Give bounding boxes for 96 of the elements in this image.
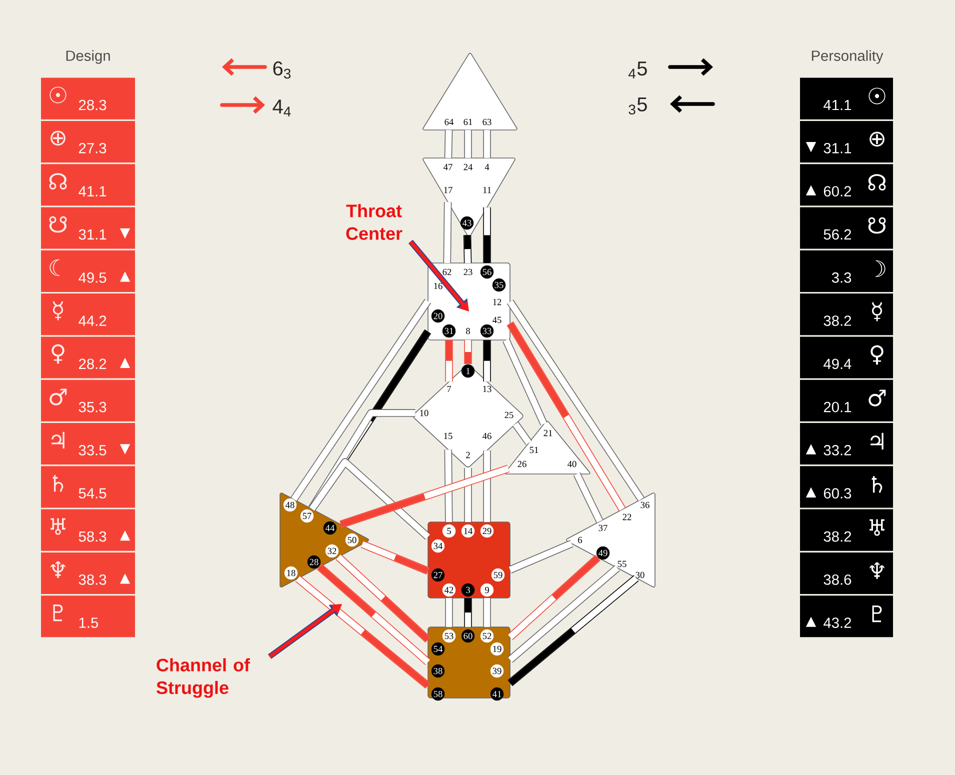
channel <box>360 540 430 574</box>
gate-number: 11 <box>483 186 491 194</box>
table-row: ♀ 28.2 ▲ <box>41 336 135 378</box>
table-row: 41.1 ☉ <box>800 78 894 120</box>
gate-number: 2 <box>466 452 470 458</box>
table-row: ▼ 31.1 ⊕ <box>800 120 894 162</box>
gate-number: 4 <box>484 164 490 170</box>
gate-number: 63 <box>482 118 492 126</box>
gate-number: 22 <box>622 514 632 520</box>
gate-number: 21 <box>544 430 552 436</box>
gate-number: 36 <box>640 502 650 508</box>
table-row: 38.6 ♆ <box>800 552 894 594</box>
gate-number: 46 <box>482 432 492 440</box>
gate-number: 61 <box>464 118 472 126</box>
channel <box>512 422 532 446</box>
gate-number: 8 <box>466 328 470 334</box>
callout-text: Channel of Struggle <box>156 658 250 698</box>
channel <box>340 464 510 528</box>
gate-number: 37 <box>598 524 608 532</box>
channel <box>308 458 430 540</box>
channel <box>445 598 453 627</box>
table-row: ☊ 41.1 <box>41 164 135 206</box>
channel <box>508 565 620 663</box>
channel <box>464 130 472 158</box>
channel <box>317 564 430 666</box>
table-row: ▲ 60.2 ☊ <box>800 164 894 206</box>
channel <box>445 340 453 382</box>
gate-number: 64 <box>444 118 454 126</box>
gate-number: 30 <box>636 572 644 578</box>
gate-number: 45 <box>492 316 502 324</box>
gate-number: 13 <box>483 386 492 392</box>
table-row: 38.2 ☿ <box>800 294 894 336</box>
gate-number: 24 <box>464 164 473 170</box>
table-row: 20.1 ♂ <box>800 380 894 422</box>
table-row: ▲ 33.2 ♃ <box>800 423 894 465</box>
channel <box>483 450 491 522</box>
table-row: ☾ 49.5 ▲ <box>41 250 135 292</box>
gate-line-figure: $_{3}$5 <box>628 97 647 115</box>
gate-number: 10 <box>420 410 428 416</box>
channel <box>508 540 574 574</box>
table-row: ♅ 58.3 ▲ <box>41 509 135 551</box>
channel <box>464 468 472 522</box>
channel <box>444 450 453 522</box>
gate-number: 15 <box>444 432 452 440</box>
table-row: ♇ 1.5 <box>41 596 135 638</box>
gate-number: 16 <box>434 282 442 290</box>
gate-number: 6 <box>578 536 582 544</box>
channel <box>290 298 432 502</box>
gate-number: 55 <box>618 560 626 568</box>
channel <box>295 576 430 689</box>
channel <box>463 235 472 264</box>
channel <box>483 598 491 627</box>
gate-line-figure: 4$_{4}$ <box>272 100 291 116</box>
gate-line-figure: $_{4}$5 <box>628 62 647 78</box>
gate-number: 40 <box>568 460 576 468</box>
channel <box>506 322 626 512</box>
channel <box>443 202 452 264</box>
table-row: ♄ 54.5 <box>41 466 135 508</box>
table-row: 49.4 ♀ <box>800 336 894 378</box>
table-row: ⊕ 27.3 <box>41 120 135 162</box>
gate-number: 23 <box>464 268 472 276</box>
channel <box>336 554 431 643</box>
gate-line-figure: 6$_{3}$ <box>273 61 291 79</box>
table-row: 38.2 ♅ <box>800 509 894 551</box>
channel <box>444 130 453 158</box>
gate-number: 12 <box>493 298 502 306</box>
table-row: ♆ 38.3 ▲ <box>41 552 135 594</box>
gate-number: 25 <box>504 412 514 418</box>
table-row: ☉ 28.3 <box>41 78 135 120</box>
gate-number: 47 <box>444 164 452 170</box>
channel <box>502 338 548 426</box>
channel <box>464 598 472 627</box>
gate-number: 17 <box>444 186 452 194</box>
gate-number: 51 <box>530 446 538 454</box>
gate-number: 62 <box>442 268 452 276</box>
table-row: ☋ 31.1 ▼ <box>41 207 135 249</box>
channel <box>506 300 644 502</box>
table-row: 56.2 ☋ <box>800 207 894 249</box>
channel <box>508 575 639 686</box>
channel <box>483 207 491 263</box>
table-row: ♃ 33.5 ▼ <box>41 423 135 465</box>
channel <box>483 340 491 382</box>
column-heading: Personality <box>812 50 884 64</box>
gate-number: 26 <box>518 460 526 468</box>
table-row: ☿ 44.2 <box>41 294 135 336</box>
table-row: 3.3 ☽ <box>800 250 894 292</box>
table-row: ♂ 35.3 <box>41 380 135 422</box>
table-row: ▲ 60.3 ♄ <box>800 466 894 508</box>
column-heading: Design <box>66 50 110 64</box>
callout-text: Throat Center <box>346 204 402 240</box>
channel <box>508 554 600 640</box>
channel <box>464 340 472 364</box>
gate-number: 7 <box>447 386 452 392</box>
channel <box>573 472 604 524</box>
table-row: ▲ 43.2 ♇ <box>800 596 894 638</box>
channel <box>483 130 491 158</box>
